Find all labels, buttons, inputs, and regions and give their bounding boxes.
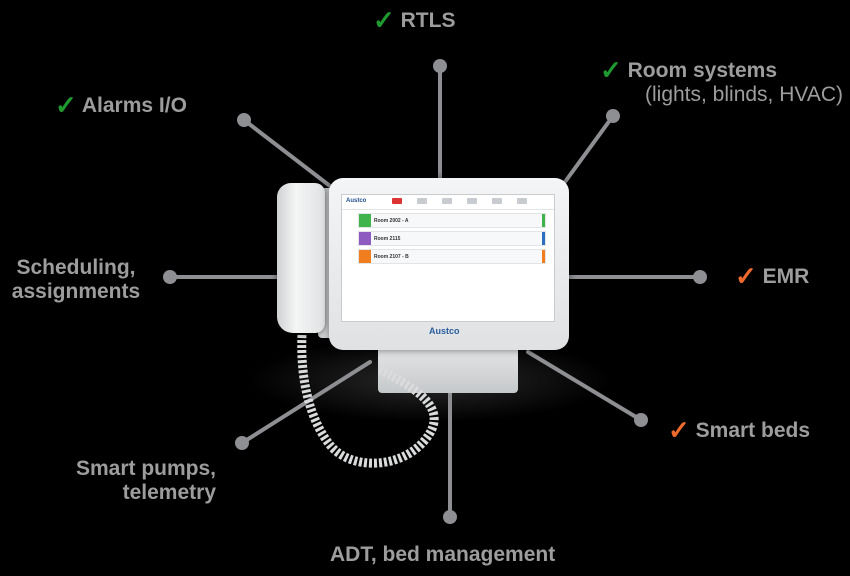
line-alarms — [242, 118, 332, 188]
label-text: Scheduling, — [16, 256, 136, 279]
label-subtext: (lights, blinds, HVAC) — [645, 83, 844, 106]
label-text: Smart pumps, — [75, 457, 216, 480]
label-text: Alarms I/O — [81, 94, 187, 117]
call-type-icon — [359, 214, 371, 227]
status-bar — [542, 214, 545, 227]
node-room-systems — [606, 109, 620, 123]
room-label: Room 2115 — [374, 236, 401, 242]
line-smart-beds — [526, 350, 643, 422]
checkmark-icon: ✓ — [373, 5, 395, 35]
call-row: Room 2115 — [358, 231, 546, 246]
call-type-icon — [359, 232, 371, 245]
checkmark-icon: ✓ — [735, 261, 757, 291]
alert-tab-icon — [392, 198, 402, 204]
node-smart-beds — [634, 413, 648, 427]
label-text: ADT, bed management — [330, 543, 556, 566]
call-type-icon — [359, 250, 371, 263]
label-emr: ✓ EMR — [735, 261, 810, 291]
tab-icon — [442, 198, 452, 204]
tab-icon — [517, 198, 527, 204]
status-bar — [542, 250, 545, 263]
checkmark-icon: ✓ — [55, 90, 77, 120]
node-adt — [443, 510, 457, 524]
call-row: Room 2002 - A — [358, 213, 546, 228]
label-rtls: ✓ RTLS — [373, 5, 456, 35]
label-text: Room systems — [627, 59, 778, 82]
node-pumps — [235, 436, 249, 450]
checkmark-icon: ✓ — [668, 415, 690, 445]
tab-icon — [492, 198, 502, 204]
tab-icon — [467, 198, 477, 204]
label-smart-pumps: Smart pumps, telemetry — [40, 457, 216, 505]
label-room-systems: ✓ Room systems (lights, blinds, HVAC) — [600, 55, 844, 107]
node-emr — [693, 270, 707, 284]
status-bar — [542, 232, 545, 245]
node-alarms — [237, 113, 251, 127]
node-scheduling — [163, 270, 177, 284]
touchscreen-monitor: Austco Room 2002 - A Room 2115 — [329, 178, 569, 350]
node-rtls — [433, 59, 447, 73]
label-adt: ADT, bed management — [330, 543, 555, 567]
telephone-handset — [277, 183, 325, 333]
screen: Austco Room 2002 - A Room 2115 — [341, 194, 555, 322]
room-label: Room 2002 - A — [374, 218, 409, 224]
label-smart-beds: ✓ Smart beds — [668, 415, 811, 445]
room-label: Room 2107 - B — [374, 254, 409, 260]
label-text: Smart beds — [695, 419, 811, 442]
label-alarms: ✓ Alarms I/O — [55, 90, 187, 120]
label-text: RTLS — [400, 9, 456, 32]
screen-header: Austco — [342, 195, 554, 210]
label-text: telemetry — [122, 481, 216, 504]
line-room-systems — [560, 114, 615, 188]
screen-logo: Austco — [346, 198, 367, 204]
brand-logo: Austco — [429, 326, 460, 336]
label-text: EMR — [762, 265, 810, 288]
call-row: Room 2107 - B — [358, 249, 546, 264]
label-text: assignments — [11, 280, 141, 303]
checkmark-icon: ✓ — [600, 55, 622, 85]
label-scheduling: Scheduling, assignments — [5, 256, 147, 304]
tab-icon — [417, 198, 427, 204]
